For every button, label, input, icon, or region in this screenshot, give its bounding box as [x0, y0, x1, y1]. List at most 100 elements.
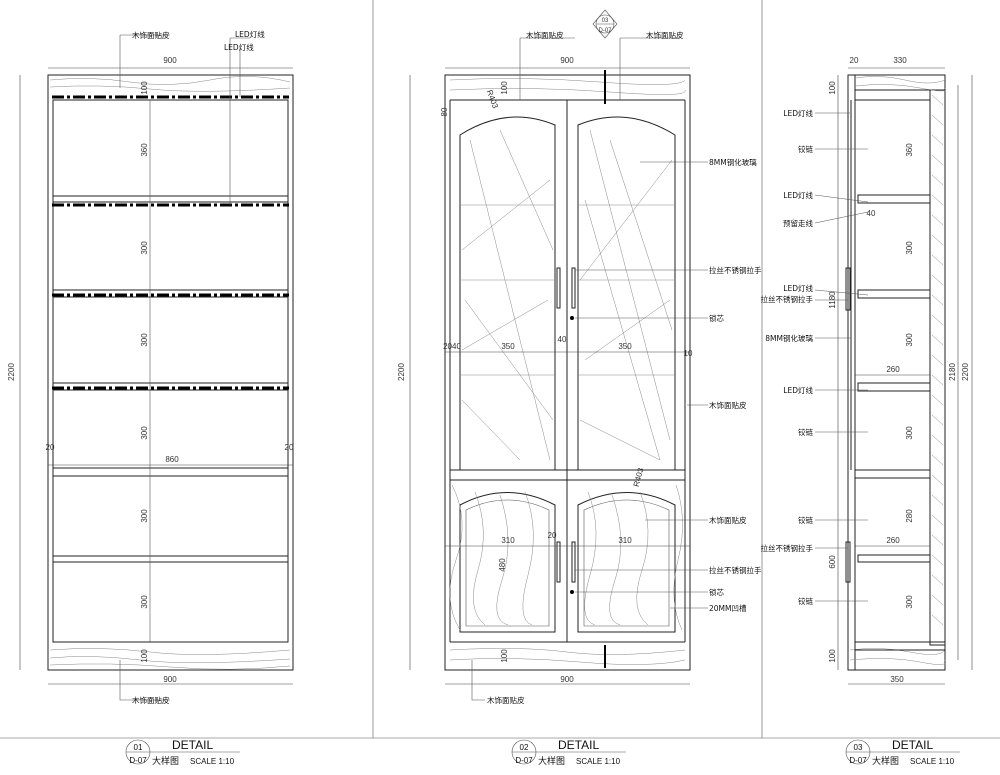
view2-label-lock-1: 锁芯 — [709, 313, 724, 323]
view3-label-handle: 拉丝不锈钢拉手 — [761, 294, 814, 304]
title-1-num: 01 — [134, 743, 143, 752]
view3-dim-260b: 260 — [886, 536, 900, 545]
view2-dim-310b: 310 — [618, 536, 632, 545]
view1-v-dim: 300 — [140, 509, 149, 523]
title-3-num: 03 — [854, 743, 863, 752]
view3-v-dim: 300 — [905, 595, 914, 609]
view2-label-veneer-top-left: 木饰面贴皮 — [526, 30, 564, 40]
view3-label-led-3: LED灯线 — [783, 283, 813, 293]
title-1-caption: 大样图 — [152, 755, 179, 767]
title-3-caption: 大样图 — [872, 755, 899, 767]
view3-dim-inner: 2180 — [948, 363, 957, 381]
title-block-1: 01 D-07 DETAIL 大样图 SCALE 1:10 — [125, 738, 240, 767]
view2-label-veneer-top-right: 木饰面贴皮 — [646, 30, 684, 40]
title-2-detail: DETAIL — [558, 738, 599, 752]
view3-label-hinge-3: 铰链 — [798, 515, 813, 525]
view3-dim-40: 40 — [867, 209, 876, 218]
title-3-scale: SCALE 1:10 — [910, 757, 955, 766]
view3-vertical-dims: 100 360 300 300 300 280 300 100 — [828, 81, 914, 663]
view3-v-dim: 280 — [905, 509, 914, 523]
view3-label-led-1: LED灯线 — [783, 108, 813, 118]
view2-dim-350b: 350 — [618, 342, 632, 351]
view3-dim-1180: 1180 — [828, 291, 837, 309]
view1-v-dim: 300 — [140, 333, 149, 347]
view1-label-led-a: LED灯线 — [235, 29, 265, 39]
title-block-2: 02 D-07 DETAIL 大样图 SCALE 1:10 — [511, 738, 626, 767]
title-1-detail: DETAIL — [172, 738, 213, 752]
view1-label-led-b: LED灯线 — [224, 42, 254, 52]
view1-label-veneer-bottom: 木饰面贴皮 — [132, 695, 170, 705]
view3-label-handle-2: 拉丝不锈钢拉手 — [761, 543, 814, 553]
view3-label-led-4: LED灯线 — [783, 385, 813, 395]
view1-elevation — [19, 34, 294, 701]
title-3-detail: DETAIL — [892, 738, 933, 752]
view2-dim-80: 80 — [440, 107, 449, 116]
title-block-3: 03 D-07 DETAIL 大样图 SCALE 1:10 — [845, 738, 960, 767]
view2-label-handle-2: 拉丝不锈钢拉手 — [709, 565, 762, 575]
view1-vertical-dims: 100 360 300 300 300 300 300 100 — [140, 81, 149, 663]
view3-label-hinge-2: 铰链 — [798, 427, 813, 437]
view2-dim-40: 40 — [558, 335, 567, 344]
view2-dim-width-bottom: 900 — [560, 675, 574, 684]
view3-dim-260a: 260 — [886, 365, 900, 374]
view3-v-dim: 300 — [905, 426, 914, 440]
view2-elevation — [409, 9, 708, 701]
view3-label-led-2: LED灯线 — [783, 190, 813, 200]
view2-dim-upper-h: 2040 — [443, 342, 461, 351]
view2-dim-r-upper: R403 — [485, 89, 500, 111]
view2-dim-height: 2200 — [397, 363, 406, 381]
view1-v-dim: 300 — [140, 241, 149, 255]
view1-dim-side-right: 20 — [285, 443, 294, 452]
view3-v-dim: 100 — [828, 81, 837, 95]
title-3-ref: D-07 — [849, 756, 867, 765]
title-2-ref: D-07 — [515, 756, 533, 765]
view2-label-veneer-side: 木饰面贴皮 — [709, 400, 747, 410]
view2-label-veneer-bottom: 木饰面贴皮 — [487, 695, 525, 705]
view3-v-dim: 360 — [905, 143, 914, 157]
view3-section — [814, 67, 973, 685]
view2-dim-310a: 310 — [501, 536, 515, 545]
view2-label-glass: 8MM钢化玻璃 — [709, 157, 757, 167]
title-1-scale: SCALE 1:10 — [190, 757, 235, 766]
view1-dim-width-top: 900 — [163, 56, 177, 65]
title-2-caption: 大样图 — [538, 755, 565, 767]
view1-dim-side-left: 20 — [46, 443, 55, 452]
view3-dim-top-a: 20 — [850, 56, 859, 65]
view3-label-hinge-1: 铰链 — [798, 144, 813, 154]
view2-dim-100a: 100 — [500, 81, 509, 95]
view1-v-dim: 300 — [140, 426, 149, 440]
view3-dim-bottom: 350 — [890, 675, 904, 684]
view2-dim-100b: 100 — [500, 649, 509, 663]
section-mark-ref: D-07 — [598, 28, 612, 34]
view1-v-dim: 360 — [140, 143, 149, 157]
view1-dim-height: 2200 — [7, 363, 16, 381]
view1-v-dim: 300 — [140, 595, 149, 609]
view2-dim-350a: 350 — [501, 342, 515, 351]
view3-v-dim: 300 — [905, 333, 914, 347]
view2-label-veneer-door: 木饰面贴皮 — [709, 515, 747, 525]
view3-dim-600: 600 — [828, 555, 837, 569]
title-2-num: 02 — [520, 743, 529, 752]
view3-v-dim: 300 — [905, 241, 914, 255]
title-2-scale: SCALE 1:10 — [576, 757, 621, 766]
view2-label-lock-2: 锁芯 — [709, 587, 724, 597]
title-1-ref: D-07 — [129, 756, 147, 765]
view2-dim-10: 10 — [684, 349, 693, 358]
view2-label-handle-1: 拉丝不锈钢拉手 — [709, 265, 762, 275]
view3-dim-total: 2200 — [961, 363, 970, 381]
view1-v-dim: 100 — [140, 81, 149, 95]
view2-label-groove: 20MM凹槽 — [709, 603, 747, 613]
view2-dim-width-top: 900 — [560, 56, 574, 65]
view3-label-hinge-4: 铰链 — [798, 596, 813, 606]
view2-dim-20: 20 — [548, 531, 557, 540]
view3-label-wire: 预留走线 — [783, 218, 813, 228]
view3-dim-top-b: 330 — [893, 56, 907, 65]
view1-label-veneer-top: 木饰面贴皮 — [132, 30, 170, 40]
view3-label-glass: 8MM钢化玻璃 — [765, 333, 813, 343]
view1-dim-width-bottom: 900 — [163, 675, 177, 684]
view1-v-dim: 100 — [140, 649, 149, 663]
section-mark-num: 03 — [602, 18, 609, 24]
view3-v-dim: 100 — [828, 649, 837, 663]
view1-dim-inner: 860 — [165, 455, 179, 464]
